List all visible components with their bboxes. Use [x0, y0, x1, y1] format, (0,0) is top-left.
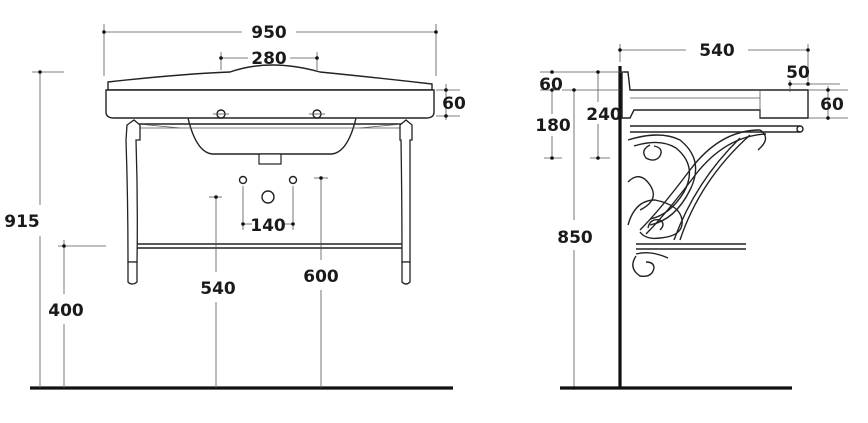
waste-point-icon — [261, 190, 275, 204]
leg-right-foot — [401, 261, 411, 285]
dim-floor-to-rim: 850 — [557, 228, 593, 248]
dim-rim-top: 60 — [539, 75, 563, 95]
dim-front-overhang: 50 — [786, 63, 810, 83]
leg-right — [399, 119, 413, 263]
leg-left-foot — [127, 261, 138, 285]
drain-outlet — [258, 153, 282, 165]
leg-left — [125, 119, 141, 263]
dim-tap-spacing: 280 — [251, 49, 287, 69]
dim-drain-spacing: 140 — [250, 216, 286, 236]
supply-right-icon — [288, 175, 298, 185]
side-view: 540 60 180 240 50 60 850 — [535, 41, 848, 390]
supply-left-icon — [238, 175, 248, 185]
dim-waste-height: 540 — [200, 279, 236, 299]
basin-rim-top — [107, 64, 433, 91]
basin-side-profile — [621, 71, 809, 119]
dim-rim-height: 180 — [535, 116, 571, 136]
dim-total-height: 915 — [4, 212, 40, 232]
dim-towel-rail-height: 400 — [48, 301, 84, 321]
dim-overall-width: 950 — [251, 23, 287, 43]
dim-supply-height: 600 — [303, 267, 339, 287]
bracket-scroll — [627, 129, 767, 278]
dim-depth: 540 — [699, 41, 735, 61]
basin-body — [105, 89, 435, 119]
dim-front-thickness: 60 — [820, 95, 844, 115]
front-view: 950 280 60 915 400 140 — [4, 23, 466, 390]
dim-bracket-offset: 240 — [586, 105, 622, 125]
dim-basin-height: 60 — [442, 94, 466, 114]
